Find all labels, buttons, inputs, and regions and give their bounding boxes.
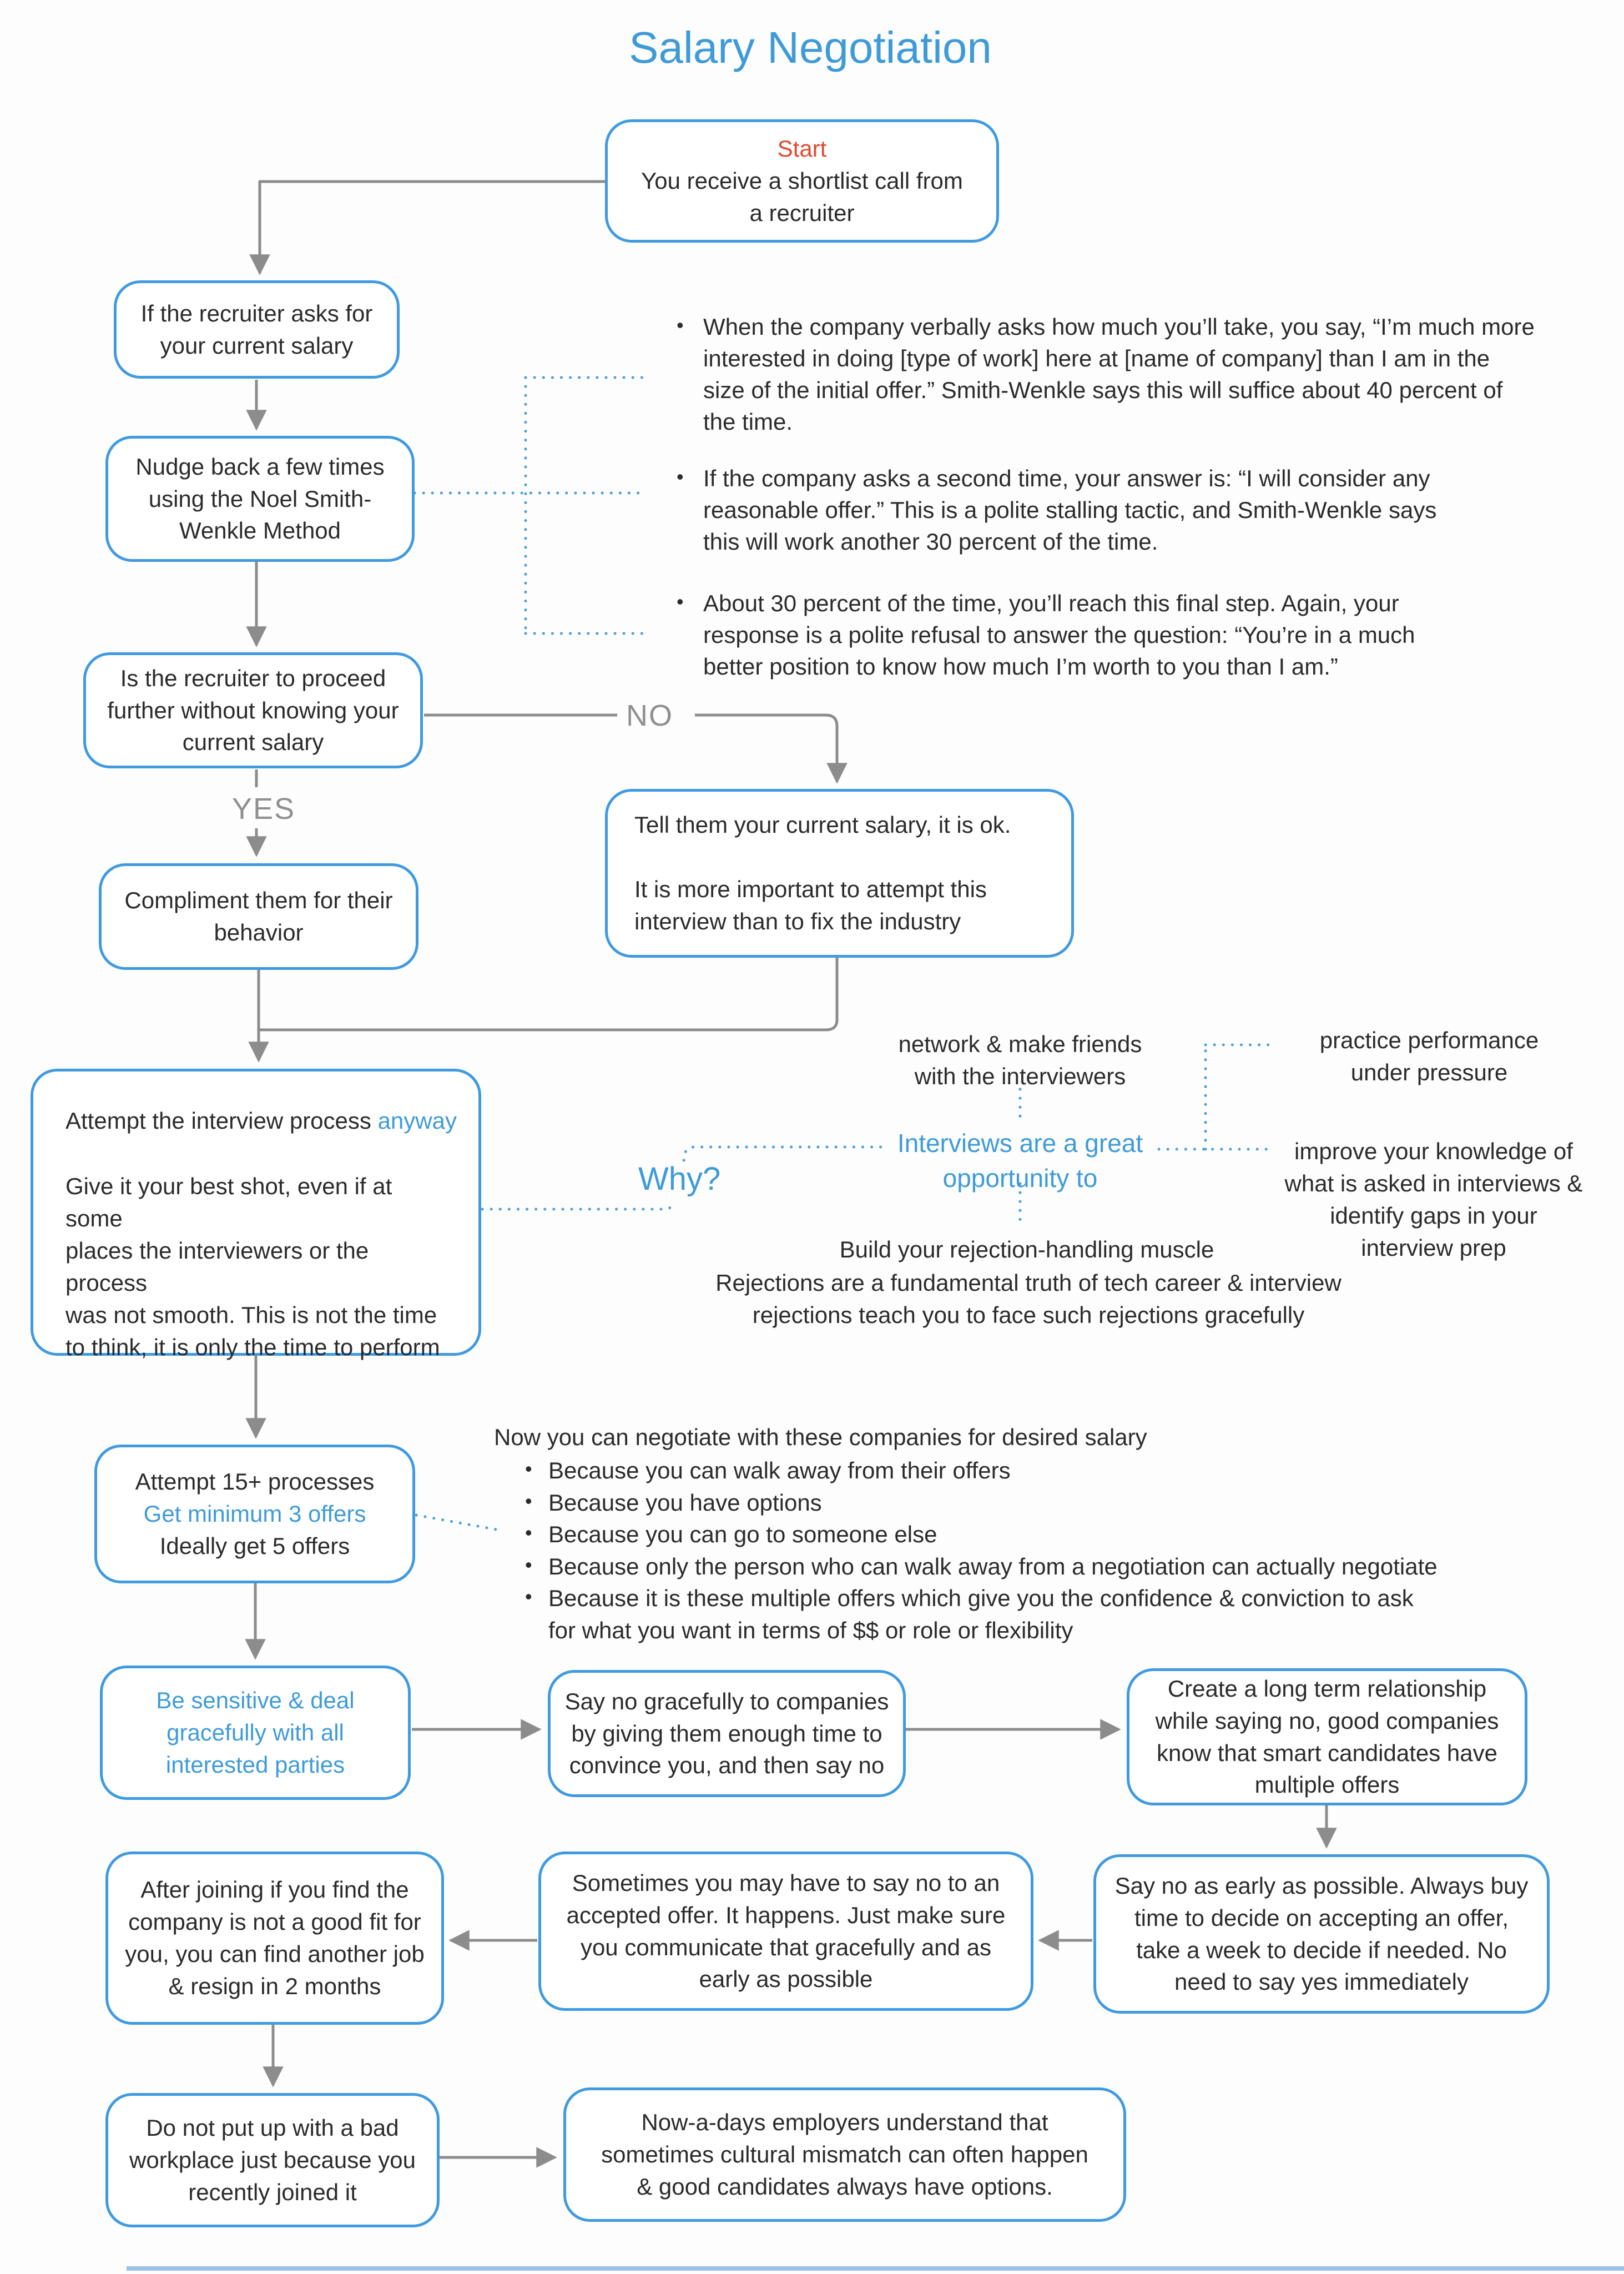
node-nowadays-employers: Now-a-days employers understand that som…: [563, 2087, 1126, 2222]
smith-wenkle-bullet: When the company verbally asks how much …: [669, 309, 1624, 437]
start-label: Start: [777, 135, 827, 162]
node-text: After joining if you find the company is…: [125, 1876, 425, 1999]
node-text-highlight: Get minimum 3 offers: [143, 1501, 366, 1527]
node-text: Give it your best shot, even if at some …: [65, 1173, 440, 1360]
negotiate-bullet: Because you have options: [516, 1485, 1515, 1519]
benefit-rejection-muscle-title: Build your rejection-handling muscle: [839, 1236, 1214, 1262]
node-proceed-question: Is the recruiter to proceed further with…: [83, 652, 423, 768]
node-text: Sometimes you may have to say no to an a…: [566, 1869, 1006, 1993]
benefit-practice: practice performance under pressure: [1319, 1027, 1539, 1085]
node-text: Now-a-days employers understand that som…: [601, 2109, 1088, 2200]
node-create-long-term: Create a long term relationship while sa…: [1127, 1668, 1527, 1805]
node-text: Nudge back a few times using the Noel Sm…: [135, 453, 385, 544]
negotiate-title: Now you can negotiate with these compani…: [494, 1424, 1147, 1450]
node-be-sensitive: Be sensitive & deal gracefully with all …: [100, 1666, 411, 1800]
node-after-joining: After joining if you find the company is…: [105, 1852, 444, 2025]
node-attempt-interview: Attempt the interview process anyway Giv…: [31, 1069, 481, 1360]
label-yes: YES: [232, 792, 296, 826]
page-title: Salary Negotiation: [629, 23, 992, 72]
node-text: Tell them your current salary, it is ok.…: [634, 812, 1011, 934]
lead-text: Attempt the interview process: [65, 1108, 378, 1134]
smith-wenkle-bullet: If the company asks a second time, your …: [669, 461, 1624, 557]
node-text: If the recruiter asks for your current s…: [140, 300, 373, 359]
dotted-attempt-to-why: [481, 1199, 674, 1211]
node-do-not-put-up: Do not put up with a bad workplace just …: [105, 2093, 440, 2227]
negotiate-bullet: Because only the person who can walk awa…: [516, 1549, 1515, 1583]
arrow-start-to-if-recruiter: [249, 180, 605, 275]
node-text: Say no gracefully to companies by giving…: [564, 1688, 889, 1779]
node-if-recruiter-asks: If the recruiter asks for your current s…: [114, 280, 400, 379]
node-tell-salary leftalign: Tell them your current salary, it is ok.…: [605, 789, 1074, 958]
node-start: Start You receive a shortlist call from …: [605, 119, 999, 243]
node-text: Compliment them for their behavior: [124, 887, 393, 945]
arrow-no-to-tell: [695, 713, 848, 784]
node-text: Create a long term relationship while sa…: [1155, 1675, 1499, 1798]
benefit-improve: improve your knowledge of what is asked …: [1284, 1138, 1583, 1261]
negotiate-list: Because you can walk away from their off…: [516, 1453, 1515, 1646]
node-text-highlight: Be sensitive & deal gracefully with all …: [156, 1687, 355, 1778]
dotted-15-to-negotiate: [415, 1513, 504, 1532]
node-text: Say no as early as possible. Always buy …: [1114, 1872, 1529, 1995]
node-compliment: Compliment them for their behavior: [99, 863, 418, 970]
node-say-no-early: Say no as early as possible. Always buy …: [1093, 1854, 1550, 2014]
node-lead-line: Attempt the interview process anyway: [65, 1105, 457, 1137]
bottom-accent-bar: [127, 2266, 1624, 2271]
label-no: NO: [626, 699, 673, 732]
dotted-nudge-bracket: [413, 376, 645, 635]
negotiate-bullet: Because you can walk away from their off…: [516, 1453, 1515, 1487]
node-text: Is the recruiter to proceed further with…: [107, 665, 399, 756]
label-why: Why?: [638, 1161, 721, 1197]
negotiate-bullet: Because you can go to someone else: [516, 1517, 1515, 1551]
node-text: Attempt 15+ processes: [135, 1468, 375, 1495]
benefit-opportunity: Interviews are a great opportunity to: [897, 1129, 1143, 1193]
start-text: You receive a shortlist call from a recr…: [641, 168, 963, 226]
smith-wenkle-bullet: About 30 percent of the time, you’ll rea…: [669, 586, 1624, 682]
benefit-rejection-muscle-text: Rejections are a fundamental truth of te…: [715, 1270, 1341, 1328]
negotiate-bullet: Because it is these multiple offers whic…: [516, 1581, 1515, 1646]
node-text: Do not put up with a bad workplace just …: [129, 2115, 416, 2205]
node-attempt-15-processes: Attempt 15+ processes Get minimum 3 offe…: [94, 1445, 415, 1583]
lead-highlight: anyway: [377, 1108, 457, 1134]
node-say-no-gracefully: Say no gracefully to companies by giving…: [548, 1670, 906, 1797]
node-sometimes-say-no: Sometimes you may have to say no to an a…: [538, 1852, 1033, 2011]
node-nudge-smith-wenkle: Nudge back a few times using the Noel Sm…: [105, 436, 415, 562]
benefit-network: network & make friends with the intervie…: [898, 1031, 1142, 1089]
node-text: Ideally get 5 offers: [159, 1532, 350, 1559]
